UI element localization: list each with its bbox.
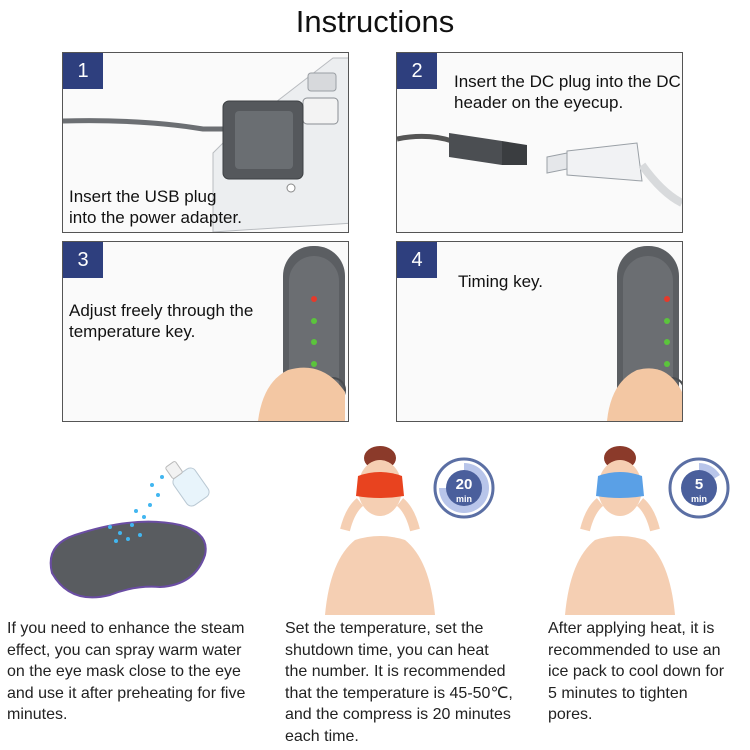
step-number-badge: 1	[63, 53, 103, 89]
step-text-line: Adjust freely through the	[69, 301, 254, 320]
caption-line: and use it after preheating for five	[7, 684, 246, 702]
caption-line: effect, you can spray warm water	[7, 641, 242, 659]
timer-unit: min	[691, 494, 707, 504]
caption-line: pores.	[548, 706, 593, 723]
timer-5-badge: 5 min	[668, 457, 730, 524]
caption-line: If you need to enhance the steam	[7, 620, 245, 637]
remote-timing-illustration	[607, 246, 682, 421]
clock-icon: 5 min	[668, 457, 730, 519]
step-3-text: Adjust freely through the temperature ke…	[69, 300, 253, 342]
step-text-line: temperature key.	[69, 322, 196, 341]
caption-line: minutes.	[7, 706, 68, 723]
remote-temperature-illustration	[258, 246, 346, 421]
timer-value: 5	[695, 476, 703, 493]
step-text-line: Insert the DC plug into the DC	[454, 72, 681, 91]
page-title: Instructions	[295, 4, 455, 39]
step-4-panel: 4 Timing key.	[396, 241, 683, 422]
caption-line: the number. It is recommended	[285, 663, 506, 680]
caption-line: After applying heat, it is	[548, 620, 715, 637]
step-2-text: Insert the DC plug into the DC header on…	[454, 71, 681, 113]
timer-20-badge: 20 min	[433, 457, 495, 524]
clock-icon: 20 min	[433, 457, 495, 519]
step-text-line: header on the eyecup.	[454, 93, 624, 112]
dc-plug-illustration	[397, 133, 682, 207]
step-3-panel: 3 Adjust freely through the temperature …	[62, 241, 349, 422]
step-number-badge: 2	[397, 53, 437, 89]
step-text-line: Insert the USB plug	[69, 187, 217, 206]
caption-line: each time.	[285, 727, 359, 745]
step-2-panel: 2 Insert the DC plug into the DC header …	[396, 52, 683, 233]
timer-value: 20	[456, 476, 473, 493]
step-1-text: Insert the USB plug into the power adapt…	[69, 186, 242, 228]
caption-line: that the temperature is 45-50℃,	[285, 684, 513, 702]
power-strip-adapter-illustration	[63, 57, 348, 232]
step-number-badge: 3	[63, 242, 103, 278]
caption-line: Set the temperature, set the	[285, 620, 484, 637]
step-number-badge: 4	[397, 242, 437, 278]
spray-mask-illustration	[49, 461, 210, 599]
step-4-text: Timing key.	[458, 271, 543, 292]
caption-spray: If you need to enhance the steam effect,…	[7, 618, 245, 726]
caption-line: 5 minutes to tighten	[548, 684, 688, 702]
caption-line: recommended to use an	[548, 641, 721, 659]
cool-mask-face-illustration	[565, 446, 675, 615]
caption-line: and the compress is 20 minutes	[285, 706, 511, 723]
caption-line: on the eye mask close to the eye	[7, 663, 241, 680]
heat-mask-face-illustration	[325, 446, 435, 615]
timer-unit: min	[456, 494, 472, 504]
caption-heat: Set the temperature, set the shutdown ti…	[285, 618, 513, 747]
caption-line: ice pack to cool down for	[548, 663, 725, 680]
step-1-panel: 1 Insert the USB plug into the power ada…	[62, 52, 349, 233]
step-text-line: Timing key.	[458, 272, 544, 291]
caption-cool: After applying heat, it is recommended t…	[548, 618, 724, 726]
step-text-line: into the power adapter.	[69, 208, 242, 227]
caption-line: shutdown time, you can heat	[285, 641, 489, 659]
